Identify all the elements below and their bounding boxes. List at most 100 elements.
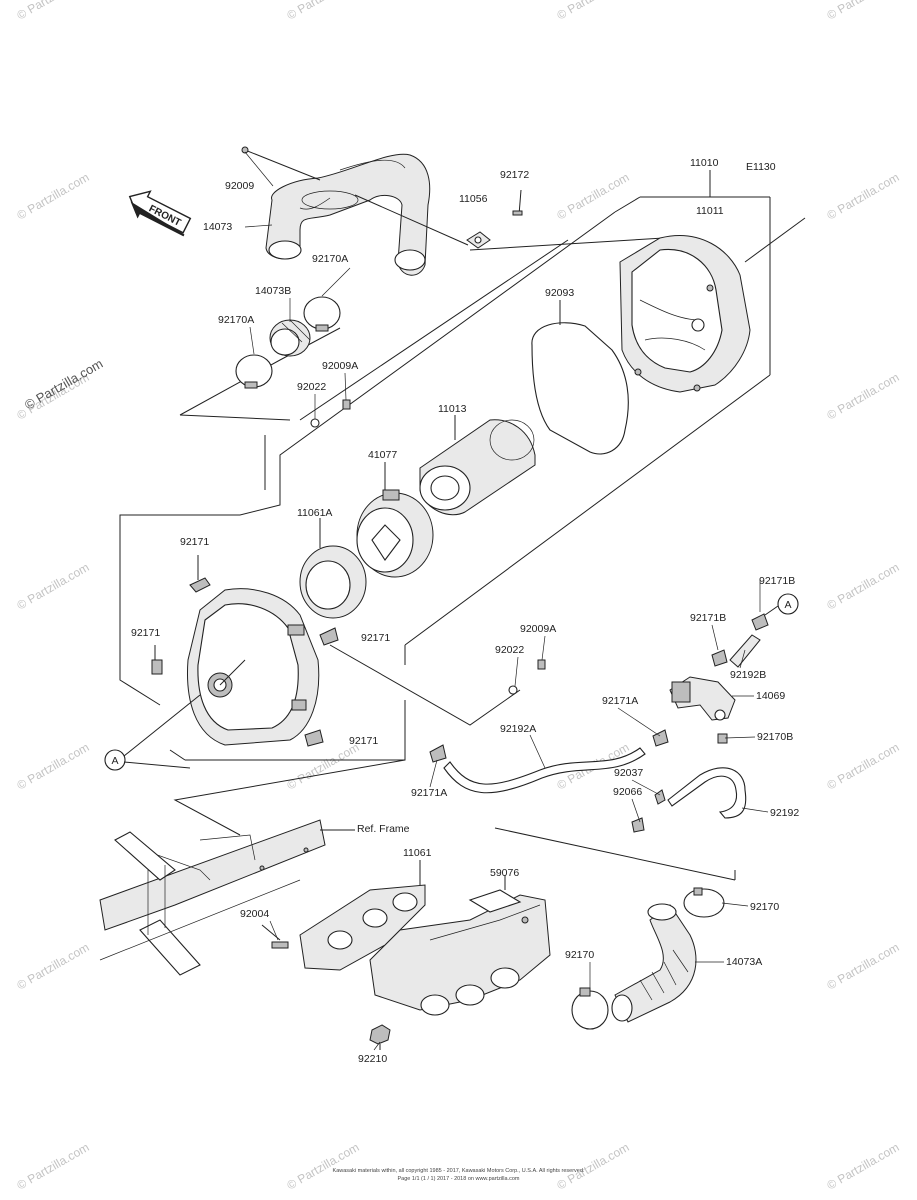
part-label-92170[interactable]: 92170 [750, 901, 779, 913]
part-label-92009a[interactable]: 92009A [520, 623, 556, 635]
gasket-11061 [299, 884, 426, 971]
watermark: © Partzilla.com [15, 170, 92, 223]
part-label-11061a[interactable]: 11061A [297, 507, 332, 519]
clip-92171-c [319, 627, 339, 646]
watermark-main: © Partzilla.com [22, 356, 105, 413]
watermark: © Partzilla.com [825, 170, 902, 223]
seal-ring-11061A [299, 545, 367, 619]
nut-92009A-upper [342, 399, 351, 410]
part-label-92192a[interactable]: 92192A [500, 723, 536, 735]
part-label-92170[interactable]: 92170 [565, 949, 594, 961]
copyright-line-2: Page 1/1 (1 / 1) 2017 - 2018 on www.part… [397, 1176, 520, 1182]
leader-line [514, 656, 519, 687]
leader-line [373, 1041, 381, 1051]
leader-line [244, 151, 274, 187]
part-label-14073[interactable]: 14073 [203, 221, 232, 233]
part-label-92022[interactable]: 92022 [495, 644, 524, 656]
intake-manifold-59076 [369, 889, 551, 1016]
clamp-92170-upper [683, 887, 725, 918]
part-label-11013[interactable]: 11013 [438, 403, 467, 415]
part-label-92192b[interactable]: 92192B [730, 669, 766, 681]
hose-92192 [667, 767, 747, 819]
watermark: © Partzilla.com [825, 940, 902, 993]
watermark: © Partzilla.com [285, 740, 362, 793]
part-label-92170a[interactable]: 92170A [312, 253, 348, 265]
part-label-92066[interactable]: 92066 [613, 786, 642, 798]
leader-line [344, 372, 347, 401]
clip-92171-a [189, 577, 211, 593]
part-label-92009a[interactable]: 92009A [322, 360, 358, 372]
clip-92066 [631, 817, 645, 833]
clamp-92170-lower [571, 987, 609, 1030]
part-label-41077[interactable]: 41077 [368, 449, 397, 461]
bolt-92172 [512, 189, 523, 216]
fitting-92037 [654, 789, 666, 805]
part-label-92171[interactable]: 92171 [349, 735, 378, 747]
leader-line [429, 759, 438, 788]
leader-line [249, 326, 255, 355]
part-label-92171a[interactable]: 92171A [411, 787, 447, 799]
washer-92022-upper [310, 418, 320, 428]
part-label-92037[interactable]: 92037 [614, 767, 643, 779]
leader-line [244, 224, 273, 228]
part-label-92171b[interactable]: 92171B [690, 612, 726, 624]
clip-92171-d [304, 729, 324, 747]
part-label-92022[interactable]: 92022 [297, 381, 326, 393]
breather-14069 [669, 676, 736, 721]
part-label-92004[interactable]: 92004 [240, 908, 269, 920]
nut-92210 [369, 1024, 391, 1045]
clip-92171-b [151, 659, 163, 675]
clamp-92170B [717, 733, 728, 744]
part-label-92210[interactable]: 92210 [358, 1053, 387, 1065]
callout-a-right: A [764, 593, 799, 616]
leader-line [741, 807, 769, 813]
part-label-92171[interactable]: 92171 [180, 536, 209, 548]
front-arrow-icon: FRONT [128, 190, 192, 237]
part-label-92171[interactable]: 92171 [131, 627, 160, 639]
bracket-11056 [466, 231, 491, 249]
leader-line [631, 798, 641, 823]
clamp-92170A-lower [235, 354, 273, 389]
part-label-11011[interactable]: 11011 [696, 205, 724, 217]
watermark: © Partzilla.com [285, 1140, 362, 1193]
part-label-11061[interactable]: 11061 [403, 847, 432, 859]
part-label-92093[interactable]: 92093 [545, 287, 574, 299]
watermark: © Partzilla.com [15, 740, 92, 793]
watermark: © Partzilla.com [555, 170, 632, 223]
gasket-92093 [531, 322, 629, 455]
part-label-14073a[interactable]: 14073A [726, 956, 762, 968]
bolt-icon [241, 146, 249, 154]
leader-line [617, 707, 661, 737]
clamp-92171A-lower [429, 744, 447, 763]
part-labels: 92009140739217211056110101101192170A1407… [131, 157, 799, 1065]
part-label-11010[interactable]: 11010 [690, 157, 719, 169]
watermark: © Partzilla.com [555, 0, 632, 23]
part-label-ref-frame[interactable]: Ref. Frame [357, 823, 410, 835]
part-label-59076[interactable]: 59076 [490, 867, 519, 879]
leader-line [739, 649, 746, 669]
part-label-14073b[interactable]: 14073B [255, 285, 291, 297]
part-label-92171[interactable]: 92171 [361, 632, 390, 644]
leader-lines [244, 151, 769, 1051]
frame [99, 819, 326, 976]
part-label-92170a[interactable]: 92170A [218, 314, 254, 326]
part-label-92171a[interactable]: 92171A [602, 695, 638, 707]
part-label-11056[interactable]: 11056 [459, 193, 488, 205]
part-label-92171b[interactable]: 92171B [759, 575, 795, 587]
part-label-92009[interactable]: 92009 [225, 180, 254, 192]
watermark: © Partzilla.com [285, 0, 362, 23]
svg-text:A: A [111, 755, 118, 767]
watermark: © Partzilla.com [15, 0, 92, 23]
clamp-92171B [711, 649, 728, 667]
part-label-92172[interactable]: 92172 [500, 169, 529, 181]
part-label-92170b[interactable]: 92170B [757, 731, 793, 743]
assembly-outline [119, 170, 806, 881]
intake-duct-14073 [265, 153, 431, 276]
part-label-92192[interactable]: 92192 [770, 807, 799, 819]
diagram-code: E1130 [746, 161, 776, 173]
leader-line [631, 779, 661, 796]
watermark: © Partzilla.com [15, 1140, 92, 1193]
part-label-14069[interactable]: 14069 [756, 690, 785, 702]
stud-92004 [261, 924, 289, 949]
